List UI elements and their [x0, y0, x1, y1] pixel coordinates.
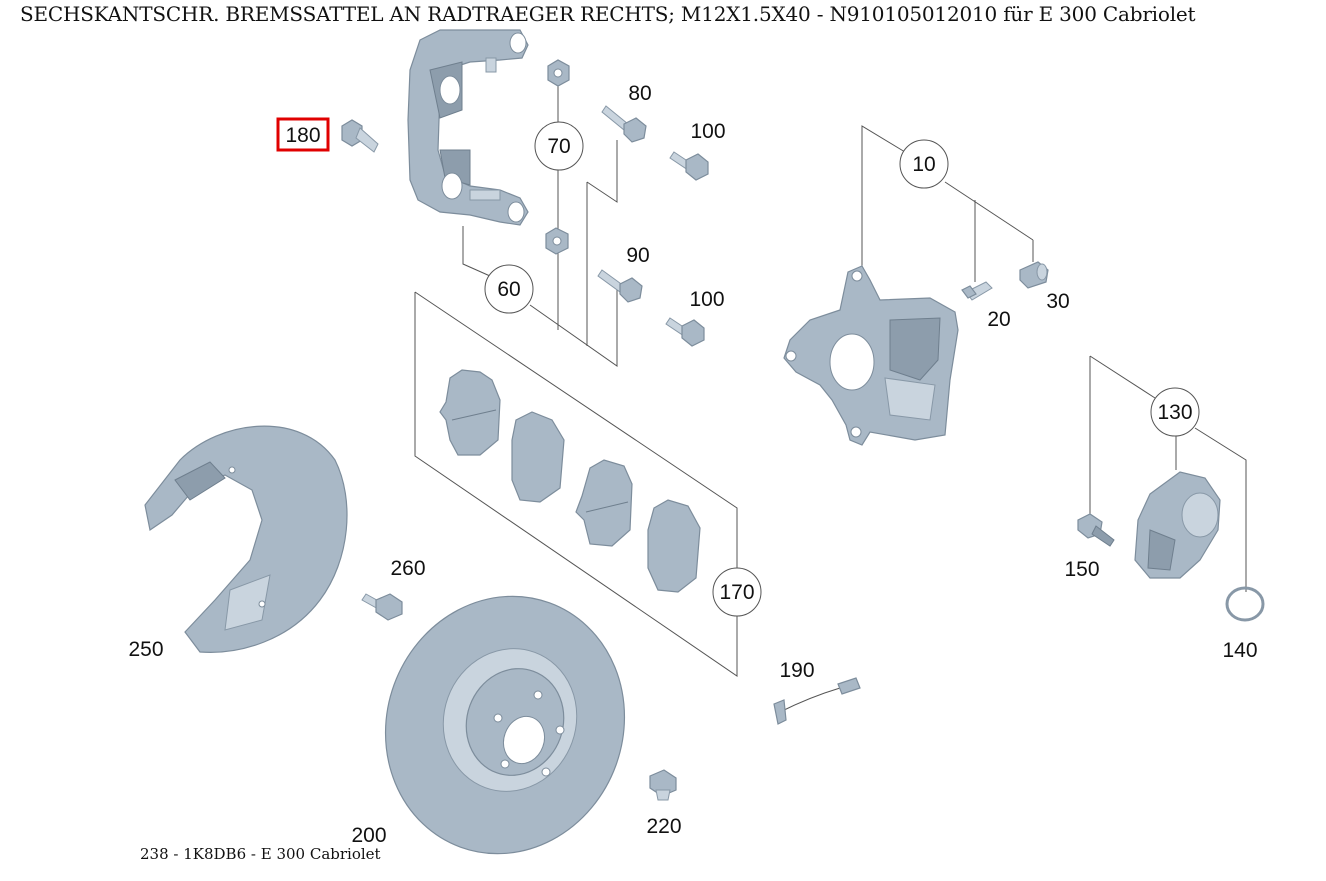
part-label-70[interactable]: 70 — [547, 135, 570, 158]
callout-lines — [414, 80, 1247, 677]
parking-brake-motor-part — [1134, 471, 1221, 579]
wear-sensor-part — [773, 677, 861, 725]
part-label-90[interactable]: 90 — [626, 244, 649, 267]
bleed-screw-part — [961, 281, 993, 301]
part-label-30[interactable]: 30 — [1046, 290, 1069, 313]
bolt-100-lower-part — [665, 317, 705, 347]
part-label-180[interactable]: 180 — [285, 124, 320, 147]
bolt-100-upper-part — [669, 151, 709, 181]
nut-lower-part — [545, 227, 569, 255]
part-label-170[interactable]: 170 — [719, 581, 754, 604]
part-label-100-lower[interactable]: 100 — [689, 288, 724, 311]
part-label-220[interactable]: 220 — [646, 815, 681, 838]
callout-circle-60 — [484, 264, 534, 314]
callout-circle-170 — [712, 567, 762, 617]
hex-bolt-180-part — [341, 119, 379, 153]
dust-shield-part — [144, 425, 348, 653]
part-label-60[interactable]: 60 — [497, 278, 520, 301]
part-label-150[interactable]: 150 — [1064, 558, 1099, 581]
brake-caliper-part — [783, 265, 959, 446]
screw-260-part — [361, 593, 403, 621]
part-label-260[interactable]: 260 — [390, 557, 425, 580]
part-label-80[interactable]: 80 — [628, 82, 651, 105]
part-label-190[interactable]: 190 — [779, 659, 814, 682]
part-label-250[interactable]: 250 — [128, 638, 163, 661]
part-label-20[interactable]: 20 — [987, 308, 1010, 331]
brake-disc-part — [384, 595, 626, 855]
callout-circles — [484, 121, 1200, 617]
dust-cap-part — [1019, 261, 1049, 289]
bolt-90-part — [597, 269, 643, 303]
bolt-220-part — [649, 769, 677, 801]
brake-pads-part — [439, 369, 701, 593]
bolt-80-part — [601, 105, 647, 143]
part-label-100-upper[interactable]: 100 — [690, 120, 725, 143]
part-labels: 10 20 30 60 70 80 90 100 100 130 140 150… — [128, 82, 1257, 847]
page-title: SECHSKANTSCHR. BREMSSATTEL AN RADTRAEGER… — [20, 2, 1196, 26]
highlight-box — [276, 117, 330, 152]
nut-upper-part — [547, 59, 570, 87]
callout-circle-130 — [1150, 387, 1200, 437]
part-label-130[interactable]: 130 — [1157, 401, 1192, 424]
part-label-200[interactable]: 200 — [351, 824, 386, 847]
caliper-bracket-part — [407, 29, 529, 226]
part-label-10[interactable]: 10 — [912, 153, 935, 176]
callout-circle-70 — [534, 121, 584, 171]
diagram-footer: 238 - 1K8DB6 - E 300 Cabriolet — [140, 845, 381, 863]
screw-150-part — [1077, 513, 1115, 547]
seal-ring-part — [1225, 586, 1265, 622]
callout-circle-10 — [899, 139, 949, 189]
part-label-140[interactable]: 140 — [1222, 639, 1257, 662]
